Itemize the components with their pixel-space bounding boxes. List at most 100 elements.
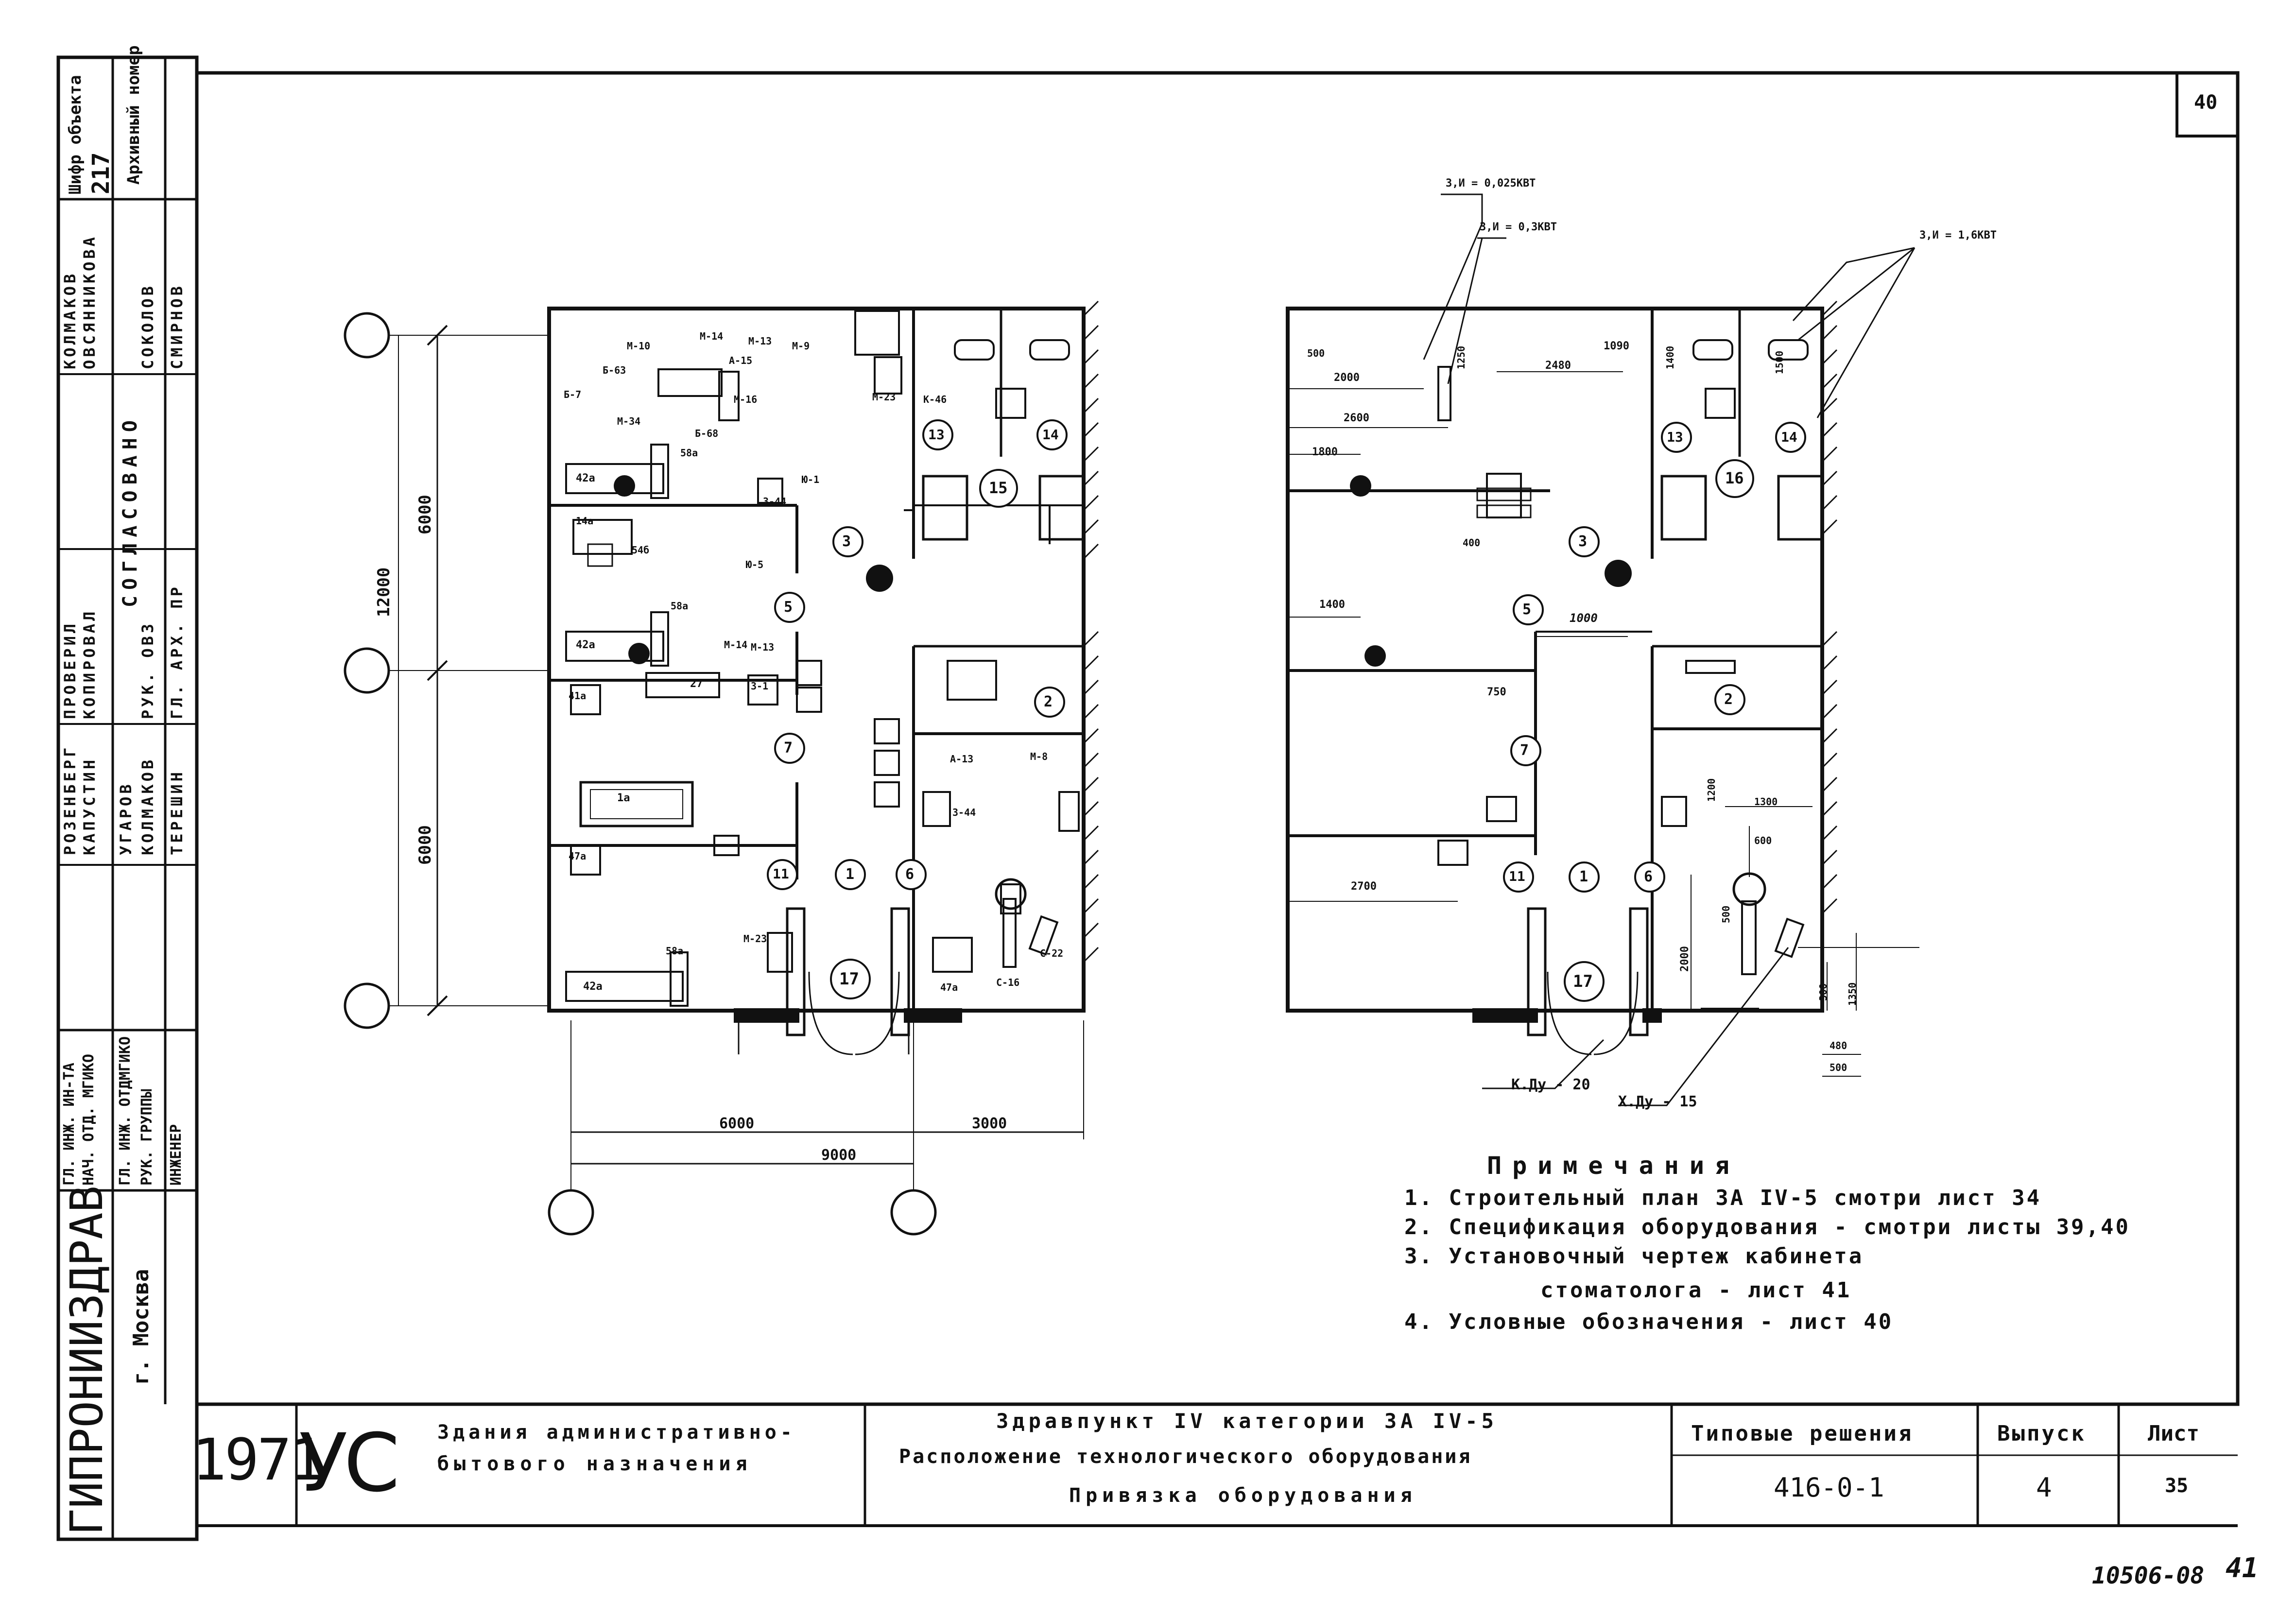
name-5: ТЕРЕШИН [168,769,186,855]
grid-axis-bubble [344,647,390,694]
equip-label: Б-7 [564,389,582,400]
grid-axis-bubble [890,1189,937,1236]
grid-axis-bubble [344,982,390,1029]
dim-label: 1090 [1604,340,1629,352]
equip-label: 42а [576,472,595,484]
room-label: 6 [1644,868,1653,885]
equip-label: 3-1 [751,680,769,692]
dim-label: 480 [1830,1040,1847,1051]
check-role-3: РУК. ОВЗ [138,620,157,719]
room-label: 11 [773,866,789,882]
check-role-4: ГЛ. АРХ. ПР [168,584,186,719]
sheet-title-3: Привязка оборудования [1069,1484,1417,1507]
equip-label: 27 [690,678,703,690]
object-code-label: Шифр объекта [66,75,85,194]
dim-left-6000-h: 6000 [719,1115,755,1132]
equip-label: М-10 [627,340,651,352]
power-label: 3,И = 0,025КВТ [1446,177,1536,189]
dim-left-12000: 12000 [374,567,394,617]
equip-label: М-13 [751,641,775,653]
typical-label: Типовые решения [1691,1421,1914,1446]
equip-label: 3-44 [763,496,787,507]
role-3: ГЛ. ИНЖ. ОТДМГИКО [117,1036,134,1186]
check-name-1: КОЛМАКОВ [61,271,79,369]
room-label: 3 [1578,533,1588,550]
agreed-label: СОГЛАСОВАНО [119,414,141,607]
room-label: 2 [1724,691,1733,708]
note-4: 4. Условные обозначения - лист 40 [1404,1309,1894,1334]
equip-label: 47а [940,981,958,993]
room-label: 17 [839,969,859,989]
archive-stamp: 10506-08 [2092,1562,2205,1589]
sheet-corner-number: 40 [2194,91,2218,114]
equip-label: С-16 [996,977,1020,988]
issue-value: 4 [2036,1472,2052,1503]
dim-label: 2600 [1344,412,1369,424]
name-4: КОЛМАКОВ [138,757,157,855]
name-3: УГАРОВ [117,781,135,855]
name-2: КАПУСТИН [80,757,99,855]
org-name: ГИПРОНИИЗДРАВ [61,1185,113,1535]
sheet-title-1: Здравпункт IV категории ЗА IV-5 [996,1409,1498,1433]
sheet-label: Лист [2148,1421,2199,1446]
dim-label: 1800 [1312,446,1338,458]
dim-label: 1250 [1455,345,1467,369]
equip-label: М-14 [700,330,724,342]
equip-label: Ю-1 [802,474,820,485]
room-label: 7 [784,740,793,757]
note-3: 3. Установочный чертеж кабинета [1404,1244,1864,1269]
pipe-label-sewer: К.Ду - 20 [1511,1076,1590,1093]
dim-label: 500 [1830,1062,1847,1073]
equip-label: Б-68 [695,428,719,439]
role-5: ИНЖЕНЕР [168,1124,185,1186]
pipe-label-water: Х.Ду - 15 [1618,1093,1697,1110]
check-name-3: СОКОЛОВ [138,283,157,369]
equip-label: 41а [569,690,587,702]
equip-label: А-15 [729,355,753,366]
equip-label: М-13 [748,335,772,347]
equip-label: 3-44 [952,807,976,818]
grid-axis-bubble [344,312,390,359]
dim-label: 2700 [1351,880,1377,893]
notes-title: Примечания [1487,1152,1741,1180]
equip-label: 42а [583,981,603,993]
equip-label: 1а [617,792,630,804]
dim-label: 500 [1720,905,1732,923]
note-2: 2. Спецификация оборудования - смотри ли… [1404,1215,2131,1239]
room-label: 13 [1667,429,1683,445]
room-label: 3 [842,533,851,550]
note-1: 1. Строительный план ЗА IV-5 смотри лист… [1404,1186,2042,1210]
dim-left-6000-bot: 6000 [415,825,435,865]
dim-label: 1300 [1754,796,1778,808]
dim-label: 1500 [1774,350,1785,374]
archive-label: Архивный номер [124,45,143,185]
dim-label: 400 [1463,537,1481,549]
equip-label: 47а [569,850,587,862]
equip-label: Ю-5 [746,559,764,570]
room-label: 5 [784,599,793,616]
org-city: г. Москва [129,1269,154,1385]
note-3-cont: стоматолога - лист 41 [1540,1278,1852,1303]
dim-left-9000-h: 9000 [821,1147,857,1164]
room-label: 16 [1725,469,1744,487]
room-label: 5 [1522,601,1532,618]
dim-label: 1400 [1664,345,1676,369]
sheet-title-2: Расположение технологического оборудован… [899,1446,1472,1468]
equip-label: С-22 [1040,947,1064,959]
role-4: РУК. ГРУППЫ [138,1089,155,1186]
check-role-1: ПРОВЕРИЛ [61,620,79,719]
footer-page: 41 [2226,1552,2259,1584]
dim-label: 300 [1817,983,1829,1001]
room-label: 1 [1579,868,1588,885]
dim-label: 2000 [1334,372,1360,384]
room-label: 7 [1520,742,1529,759]
equip-label: М-9 [792,340,810,352]
building-type-2: бытового назначения [437,1453,752,1475]
equip-label: 14а [576,515,594,527]
year: 1971 [192,1426,324,1493]
room-label: 14 [1781,429,1797,445]
equip-label: 54б [632,544,650,556]
dim-label: 500 [1307,347,1325,359]
room-label: 11 [1509,868,1525,884]
